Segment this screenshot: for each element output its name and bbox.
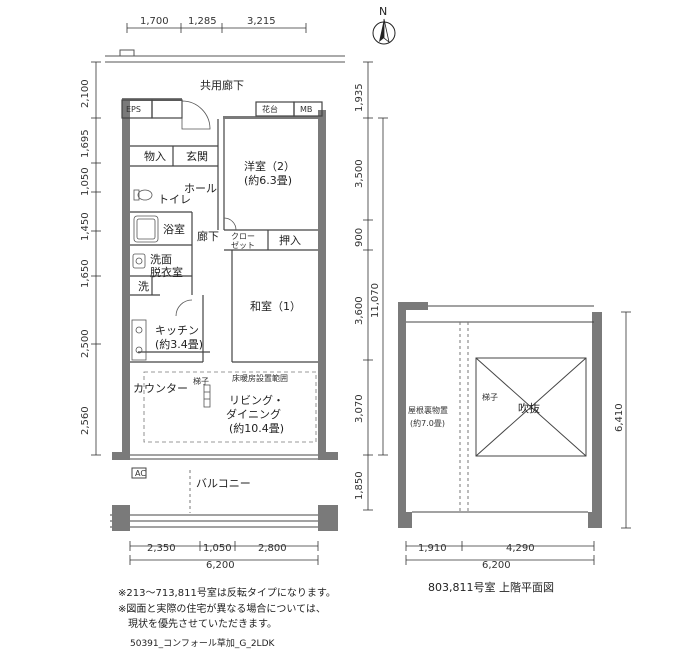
kitchen-size: (約3.4畳) <box>155 337 203 351</box>
flower-bed-label: 花台 <box>262 104 278 114</box>
dim-bottom-total: 6,200 <box>206 560 235 571</box>
dim-bottom-2: 1,050 <box>203 543 232 554</box>
dim-upper-bottom-1: 1,910 <box>418 543 447 554</box>
dim-upper-bottom-2: 4,290 <box>506 543 535 554</box>
upper-attic-label: 屋根裏物置 <box>408 405 448 415</box>
dim-top-2: 1,285 <box>188 16 217 27</box>
toilet-label: トイレ <box>158 193 191 206</box>
corridor-railing <box>105 49 345 63</box>
washbasin-icon <box>132 253 146 269</box>
dim-left-3: 1,050 <box>80 167 91 196</box>
washroom-label-2: 脱衣室 <box>150 265 183 279</box>
top-dimensions <box>126 23 307 33</box>
dim-left-7: 2,560 <box>80 406 91 435</box>
japanese-room-label: 和室（1） <box>250 299 301 313</box>
left-dimensions <box>91 61 101 456</box>
dim-right-1: 1,935 <box>354 83 365 112</box>
dim-right-3: 900 <box>354 228 365 247</box>
upper-bottom-dimensions <box>405 541 595 565</box>
dim-left-5: 1,650 <box>80 259 91 288</box>
storage-label: 物入 <box>144 149 166 163</box>
door-swing-icon <box>175 100 237 317</box>
kitchen-counter-icon <box>131 319 147 361</box>
balcony-column-left <box>112 505 130 531</box>
upper-attic-size: (約7.0畳) <box>410 418 445 428</box>
dim-bottom-1: 2,350 <box>147 543 176 554</box>
dim-upper-right: 6,410 <box>614 403 625 432</box>
dim-bottom-3: 2,800 <box>258 543 287 554</box>
washer-label: 洗 <box>138 280 149 293</box>
dim-left-6: 2,500 <box>80 329 91 358</box>
entrance-label: 玄関 <box>186 149 208 163</box>
closet-label-1: クロー <box>231 232 255 241</box>
upper-stairs-label: 梯子 <box>482 392 498 402</box>
floor-heating-area <box>143 371 317 443</box>
eps-label: EPS <box>126 105 141 114</box>
living-size: (約10.4畳) <box>229 421 284 435</box>
dim-top-1: 1,700 <box>140 16 169 27</box>
western-room-size: (約6.3畳) <box>244 173 292 187</box>
north-label: N <box>379 5 387 18</box>
closet-label-2: ゼット <box>231 240 255 250</box>
north-arrow-icon: N <box>372 5 396 45</box>
dim-left-2: 1,695 <box>80 129 91 158</box>
dim-left-4: 1,450 <box>80 212 91 241</box>
dim-right-2: 3,500 <box>354 159 365 188</box>
stairs-label: 梯子 <box>193 376 209 386</box>
upper-right-dimension <box>621 311 631 529</box>
unit-thin-walls <box>121 99 323 363</box>
bath-label: 浴室 <box>163 222 185 236</box>
dim-right-6: 1,850 <box>354 471 365 500</box>
western-room-label: 洋室（2） <box>244 159 295 173</box>
dim-left-1: 2,100 <box>80 79 91 108</box>
living-label-1: リビング・ <box>229 393 284 407</box>
dim-upper-bottom-total: 6,200 <box>482 560 511 571</box>
balcony-area <box>110 467 338 528</box>
upper-floor-lines <box>406 305 594 513</box>
note-line-1: ※213〜713,811号室は反転タイプになります。 <box>118 588 336 599</box>
stairs-ladder-icon <box>203 384 211 408</box>
dim-top-3: 3,215 <box>247 16 276 27</box>
footer-code: 50391_コンフォール草加_G_2LDK <box>130 639 275 649</box>
upper-floor-walls <box>398 302 602 528</box>
balcony-column-right <box>318 505 338 531</box>
balcony-sash <box>130 454 318 460</box>
hall-label: ホール <box>184 182 217 195</box>
upper-floor-caption: 803,811号室 上階平面図 <box>428 580 554 594</box>
mb-label: MB <box>300 105 312 114</box>
living-label-2: ダイニング <box>226 407 281 421</box>
right-dimensions <box>363 61 388 511</box>
note-line-2: ※図面と実際の住宅が異なる場合については、 <box>118 604 326 615</box>
bathtub-icon <box>133 215 159 243</box>
corridor-label: 共用廊下 <box>200 78 244 92</box>
kitchen-label: キッチン <box>155 324 199 337</box>
dim-right-5: 3,070 <box>354 394 365 423</box>
floor-heating-label: 床暖房設置範囲 <box>232 373 288 383</box>
upper-void-label: 吹抜 <box>518 401 540 415</box>
note-line-3: 現状を優先させていただきます。 <box>118 619 277 630</box>
oshiire-label: 押入 <box>279 233 301 247</box>
hallway-label: 廊下 <box>197 229 219 243</box>
ac-label: AC <box>135 469 146 478</box>
balcony-label: バルコニー <box>196 477 251 490</box>
washroom-label-1: 洗面 <box>150 253 172 266</box>
dim-right-4: 3,600 <box>354 296 365 325</box>
toilet-icon <box>133 189 153 201</box>
counter-label: カウンター <box>133 382 188 395</box>
dim-right-total: 11,070 <box>370 283 381 318</box>
bottom-dimensions <box>129 541 319 565</box>
